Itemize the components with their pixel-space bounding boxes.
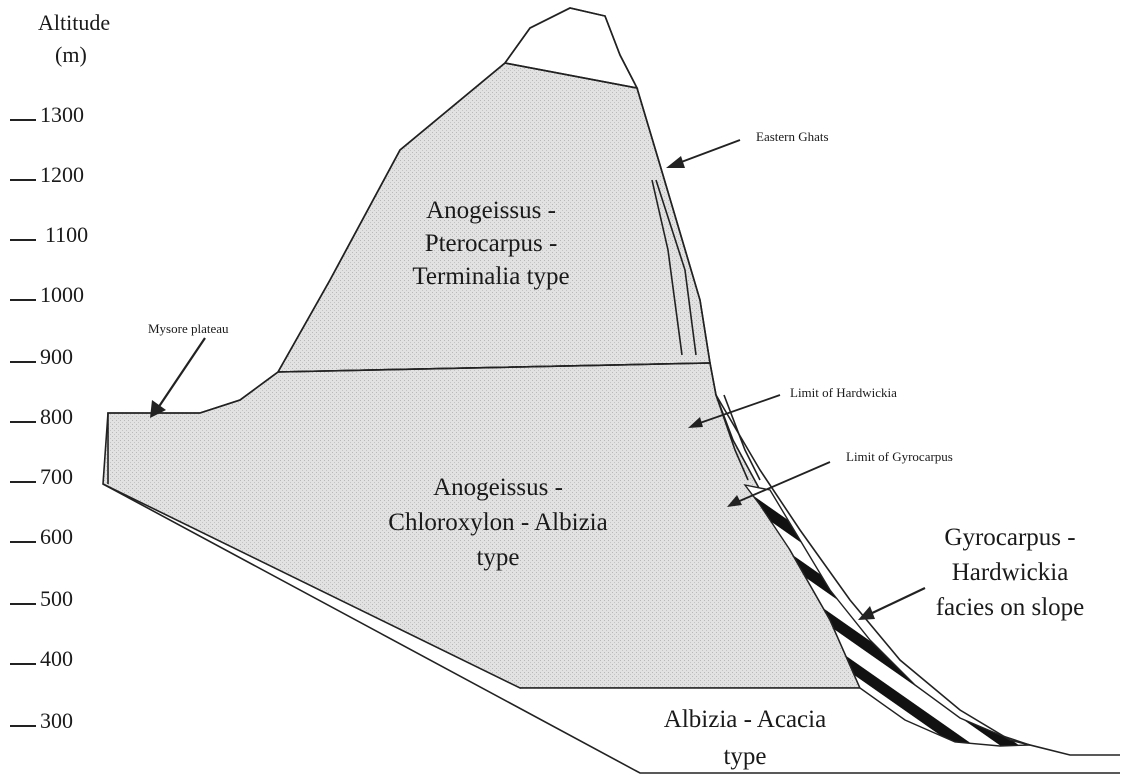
lower-zone-label-line2: type <box>723 743 766 770</box>
tick-label-600: 600 <box>40 524 73 549</box>
eastern-ghats-label: Eastern Ghats <box>756 129 829 144</box>
tick-label-1000: 1000 <box>40 282 84 307</box>
slope-label-line2: Hardwickia <box>952 559 1069 586</box>
tick-label-1100: 1100 <box>45 222 88 247</box>
tick-label-500: 500 <box>40 586 73 611</box>
eastern-ghats-arrow <box>666 140 740 168</box>
mysore-plateau-arrow <box>150 338 205 418</box>
limit-gyrocarpus-label: Limit of Gyrocarpus <box>846 449 953 464</box>
tick-label-800: 800 <box>40 404 73 429</box>
upper-zone-label: Anogeissus - Pterocarpus - Terminalia ty… <box>412 197 569 290</box>
axis-title-line1: Altitude <box>38 10 110 35</box>
middle-zone-label-line3: type <box>476 544 519 571</box>
middle-zone-label-line1: Anogeissus - <box>433 474 563 501</box>
slope-label-line3: facies on slope <box>936 594 1085 621</box>
tick-label-300: 300 <box>40 708 73 733</box>
tick-label-1200: 1200 <box>40 162 84 187</box>
mysore-plateau-label: Mysore plateau <box>148 321 229 336</box>
upper-zone-label-line1: Anogeissus - <box>426 197 556 224</box>
upper-zone-label-line2: Pterocarpus - <box>425 230 558 257</box>
tick-label-900: 900 <box>40 344 73 369</box>
lower-zone-label-line1: Albizia - Acacia <box>664 706 826 733</box>
limit-hardwickia-label: Limit of Hardwickia <box>790 385 897 400</box>
tick-label-1300: 1300 <box>40 102 84 127</box>
tick-label-700: 700 <box>40 464 73 489</box>
upper-zone-label-line3: Terminalia type <box>412 263 569 290</box>
axis-title-line2: (m) <box>55 42 87 67</box>
middle-zone-label-line2: Chloroxylon - Albizia <box>388 509 607 536</box>
slope-facies-label: Gyrocarpus - Hardwickia facies on slope <box>936 524 1085 621</box>
altitude-ticks: 1300 1200 1100 1000 900 800 700 600 500 … <box>10 102 88 733</box>
slope-facies-arrow <box>858 588 925 620</box>
slope-label-line1: Gyrocarpus - <box>944 524 1075 551</box>
tick-label-400: 400 <box>40 646 73 671</box>
